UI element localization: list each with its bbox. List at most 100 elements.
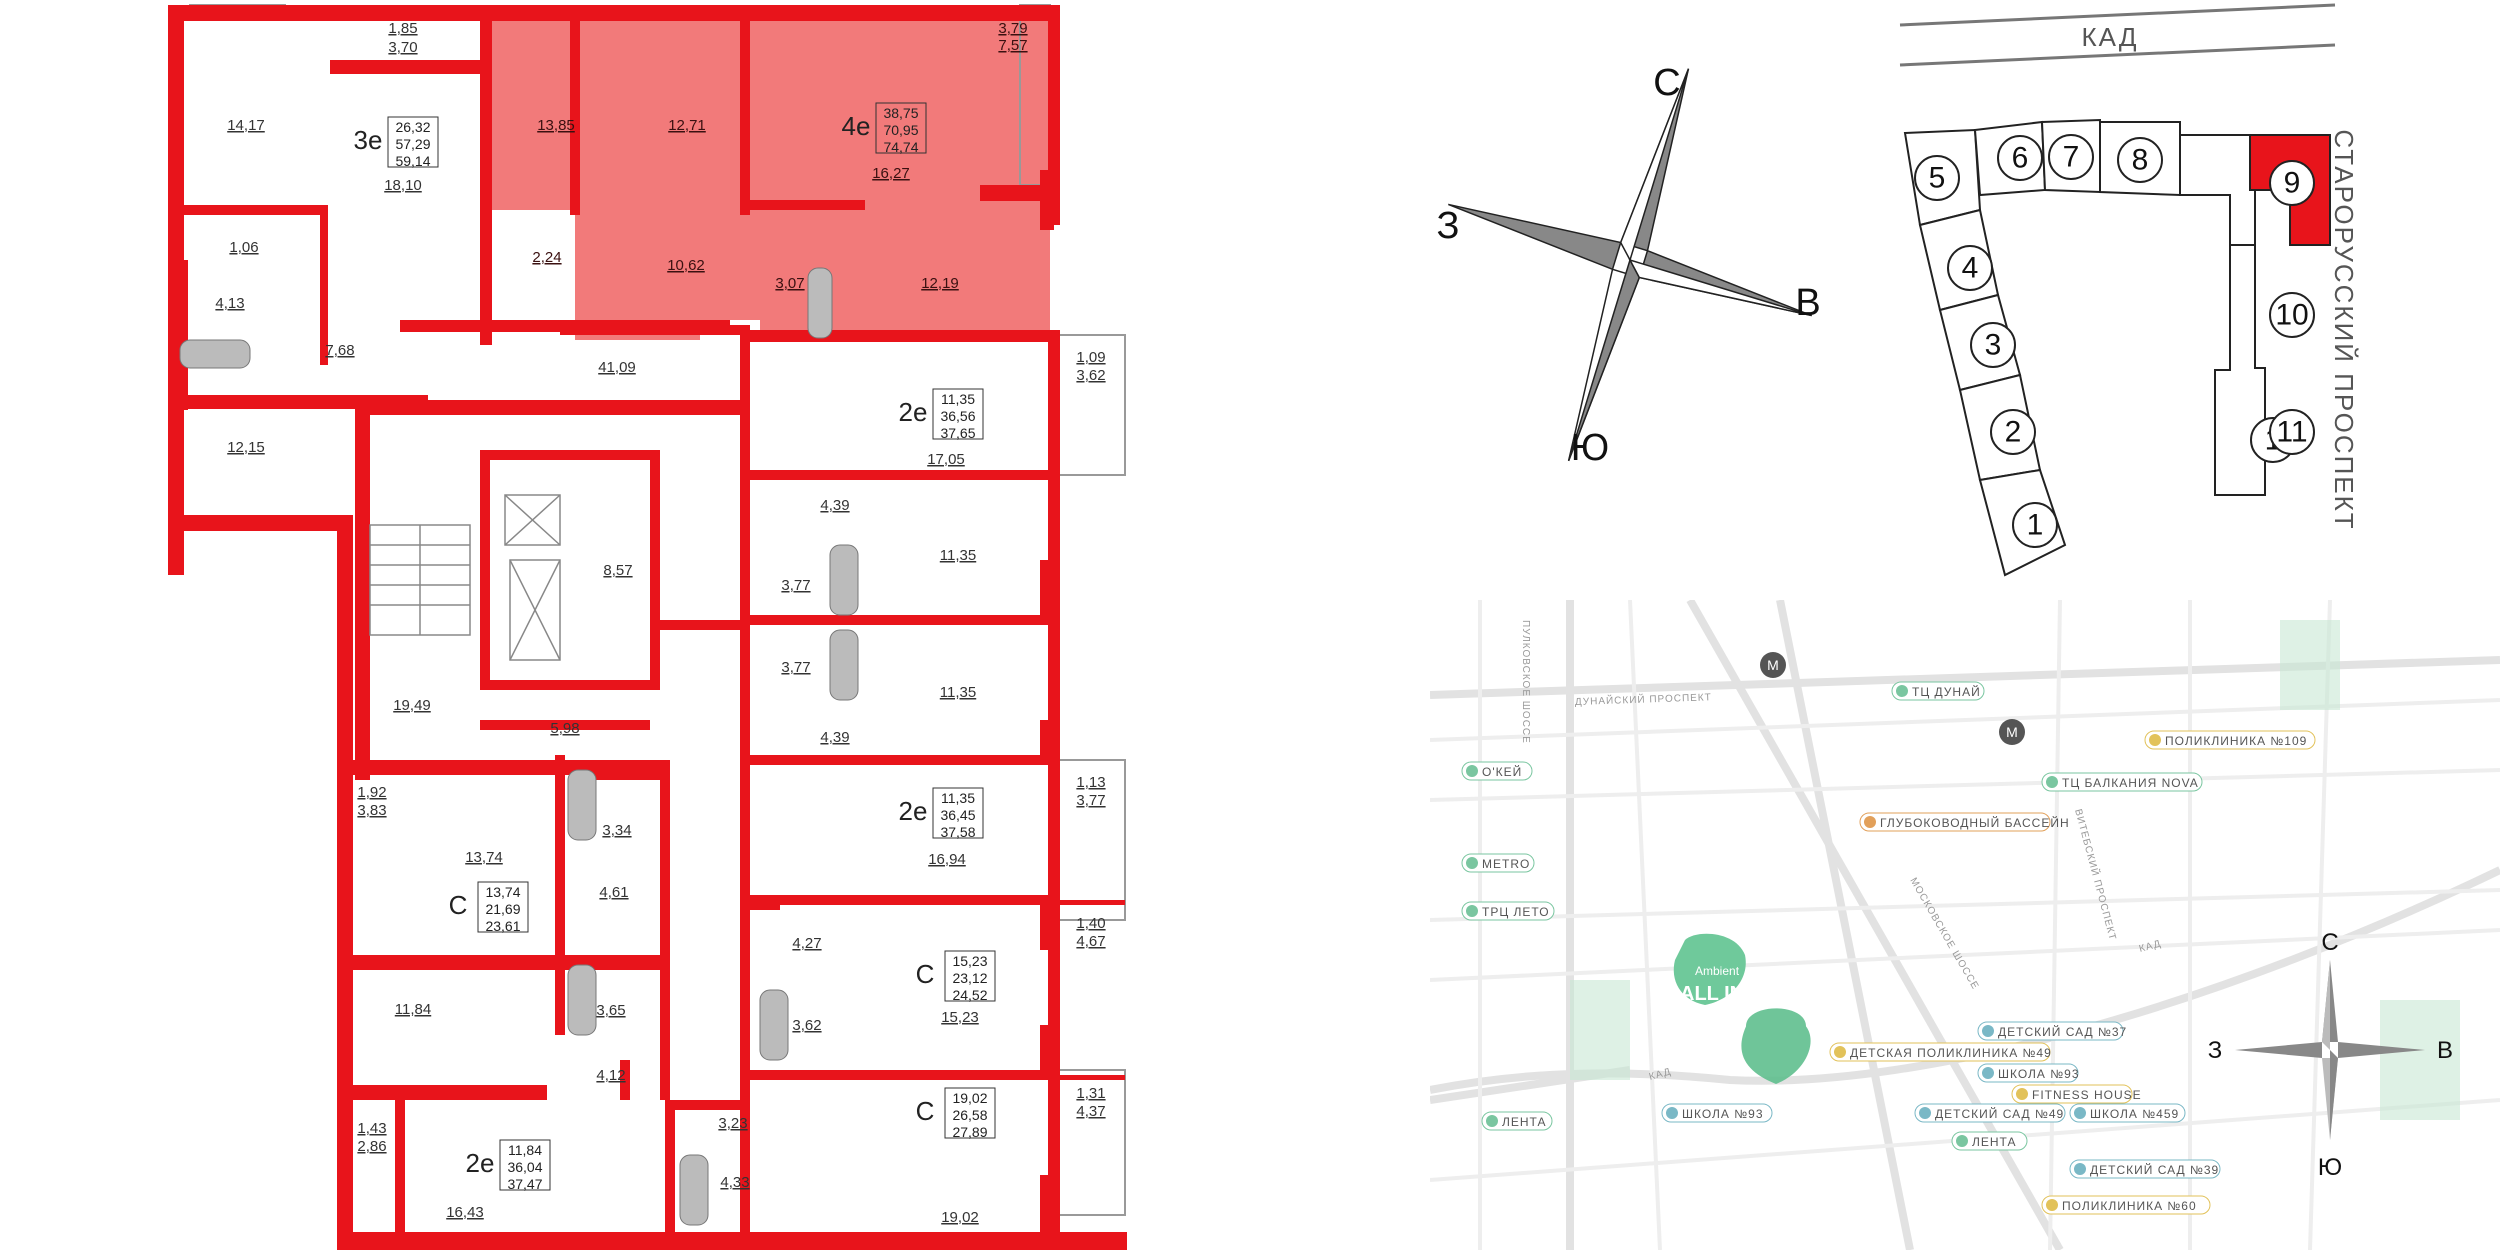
street-label: ВИТЕБСКИЙ ПРОСПЕКТ (2072, 807, 2120, 941)
poi-marker[interactable]: ШКОЛА №93 (1977, 1063, 2080, 1083)
svg-text:ЛЕНТА: ЛЕНТА (1972, 1135, 2016, 1149)
room-area: 16,43 (446, 1204, 484, 1221)
svg-text:3е: 3е (354, 125, 383, 155)
room-area: 15,23 (941, 1009, 979, 1026)
stair-core (369, 494, 561, 661)
poi-marker[interactable]: ДЕТСКИЙ САД №37 (1977, 1021, 2127, 1041)
poi-marker[interactable]: FITNESS HOUSE (2011, 1084, 2142, 1104)
poi-marker[interactable]: ДЕТСКИЙ САД №39 (2069, 1159, 2221, 1179)
svg-text:ШКОЛА №459: ШКОЛА №459 (2090, 1107, 2179, 1121)
brand-name: ALL IN (1680, 983, 1744, 1005)
room-area: 10,62 (667, 257, 705, 274)
room-area: 4,12 (596, 1067, 625, 1084)
room-area: 11,35 (940, 684, 976, 701)
poi-marker[interactable]: ЛЕНТА (1481, 1111, 1553, 1131)
selected-apartment[interactable] (484, 5, 1050, 340)
svg-text:24,52: 24,52 (952, 987, 987, 1003)
section-label: 2 (2005, 416, 2022, 449)
brand-version: 3.0 (1745, 979, 1762, 993)
room-area: 3,83 (357, 802, 386, 819)
apartment-badge[interactable]: С 15,23 23,12 24,52 (916, 950, 996, 1003)
svg-text:ТЦ БАЛКАНИЯ NOVA: ТЦ БАЛКАНИЯ NOVA (2062, 776, 2199, 790)
section-label: 1 (2027, 509, 2044, 542)
room-area: 3,77 (781, 577, 810, 594)
room-area: 13,74 (465, 849, 503, 866)
section-numbers: 1 1 2 3 4 5 6 7 8 9 10 11 (1914, 134, 2315, 548)
poi-marker[interactable]: METRO (1461, 853, 1535, 873)
svg-text:M: M (1767, 657, 1779, 673)
apartment-badge[interactable]: С 13,74 21,69 23,61 (449, 881, 529, 934)
metro-icon: M (1760, 652, 1786, 678)
compass-rose: С Ю З В (1437, 62, 1821, 469)
compass-east: В (1795, 282, 1820, 324)
poi-marker[interactable]: ТРЦ ЛЕТО (1461, 901, 1555, 921)
section-label: 6 (2012, 142, 2029, 175)
apartment-badge[interactable]: 4е 38,75 70,95 74,74 (842, 102, 927, 155)
svg-text:ДЕТСКАЯ ПОЛИКЛИНИКА №49: ДЕТСКАЯ ПОЛИКЛИНИКА №49 (1850, 1046, 2052, 1060)
room-area: 3,77 (1076, 792, 1105, 809)
svg-text:ПОЛИКЛИНИКА №60: ПОЛИКЛИНИКА №60 (2062, 1199, 2197, 1213)
room-area: 3,34 (602, 822, 631, 839)
poi-marker[interactable]: ПОЛИКЛИНИКА №109 (2144, 730, 2316, 750)
room-area: 1,43 (357, 1120, 386, 1137)
room-area: 1,31 (1076, 1085, 1105, 1102)
svg-text:З: З (2208, 1037, 2223, 1064)
svg-text:11,84: 11,84 (508, 1142, 542, 1158)
room-area: 5,98 (550, 720, 579, 737)
room-area: 3,62 (1076, 367, 1105, 384)
svg-text:ЛЕНТА: ЛЕНТА (1502, 1115, 1546, 1129)
apartment-badge[interactable]: С 19,02 26,58 27,89 (916, 1087, 996, 1140)
svg-text:27,89: 27,89 (952, 1124, 987, 1140)
svg-text:2е: 2е (466, 1148, 495, 1178)
poi-marker[interactable]: ТЦ БАЛКАНИЯ NOVA (2041, 772, 2203, 792)
poi-marker[interactable]: О'КЕЙ (1461, 761, 1533, 781)
svg-text:ШКОЛА №93: ШКОЛА №93 (1682, 1107, 1764, 1121)
svg-text:О'КЕЙ: О'КЕЙ (1482, 764, 1522, 779)
poi-marker[interactable]: ШКОЛА №93 (1661, 1103, 1773, 1123)
svg-text:2е: 2е (899, 397, 928, 427)
compass-west: З (1437, 205, 1460, 247)
poi-marker[interactable]: ГЛУБОКОВОДНЫЙ БАССЕЙН (1859, 812, 2070, 832)
street-label: МОСКОВСКОЕ ШОССЕ (1907, 876, 1980, 992)
poi-marker[interactable]: ДЕТСКАЯ ПОЛИКЛИНИКА №49 (1829, 1042, 2052, 1062)
svg-text:Ю: Ю (2318, 1154, 2342, 1181)
room-area: 4,27 (792, 935, 821, 952)
road-label-avenue: СТАРОРУССКИЙ ПРОСПЕКТ (2329, 129, 2359, 530)
section-label: 8 (2132, 144, 2149, 177)
svg-text:36,56: 36,56 (940, 408, 975, 424)
section-label: 10 (2275, 299, 2308, 332)
room-area: 3,65 (596, 1002, 625, 1019)
room-area: 3,77 (781, 659, 810, 676)
svg-text:ТРЦ ЛЕТО: ТРЦ ЛЕТО (1482, 905, 1550, 919)
room-area: 19,02 (941, 1209, 979, 1226)
room-area: 13,85 (537, 117, 575, 134)
poi-marker[interactable]: ШКОЛА №459 (2069, 1103, 2186, 1123)
svg-text:13,74: 13,74 (485, 884, 520, 900)
svg-text:4е: 4е (842, 111, 871, 141)
room-area: 3,79 (998, 20, 1027, 37)
svg-text:57,29: 57,29 (395, 136, 430, 152)
svg-text:11,35: 11,35 (941, 790, 975, 806)
poi-marker[interactable]: ДЕТСКИЙ САД №49 (1914, 1103, 2066, 1123)
svg-text:59,14: 59,14 (395, 153, 430, 169)
poi-marker[interactable]: ПОЛИКЛИНИКА №60 (2041, 1195, 2211, 1215)
room-area: 1,09 (1076, 349, 1105, 366)
section-label: 9 (2284, 167, 2301, 200)
poi-marker[interactable]: ТЦ ДУНАЙ (1891, 681, 1985, 701)
room-area: 19,49 (393, 697, 431, 714)
location-map[interactable]: ДУНАЙСКИЙ ПРОСПЕКТ КАД КАД МОСКОВСКОЕ ШО… (1430, 600, 2500, 1250)
room-area: 41,09 (598, 359, 636, 376)
apartment-badge[interactable]: 2е 11,35 36,45 37,58 (899, 787, 984, 840)
svg-text:15,23: 15,23 (952, 953, 987, 969)
poi-marker[interactable]: ЛЕНТА (1951, 1131, 2028, 1151)
apartment-badge[interactable]: 3е 26,32 57,29 59,14 (354, 116, 439, 169)
apartment-badge[interactable]: 2е 11,35 36,56 37,65 (899, 388, 984, 441)
svg-text:ШКОЛА №93: ШКОЛА №93 (1998, 1067, 2080, 1081)
walls (168, 5, 1127, 1250)
room-area: 4,39 (820, 729, 849, 746)
apartment-badge[interactable]: 2е 11,84 36,04 37,47 (466, 1139, 551, 1192)
svg-text:В: В (2437, 1037, 2453, 1064)
section-key-plan: КАД СТАРОРУССКИЙ ПРОСПЕКТ 1 1 2 3 4 5 6 … (1899, 3, 2359, 577)
room-area: 8,57 (603, 562, 632, 579)
project-marker[interactable]: Ambient ALL IN 3.0 (1673, 933, 1811, 1084)
